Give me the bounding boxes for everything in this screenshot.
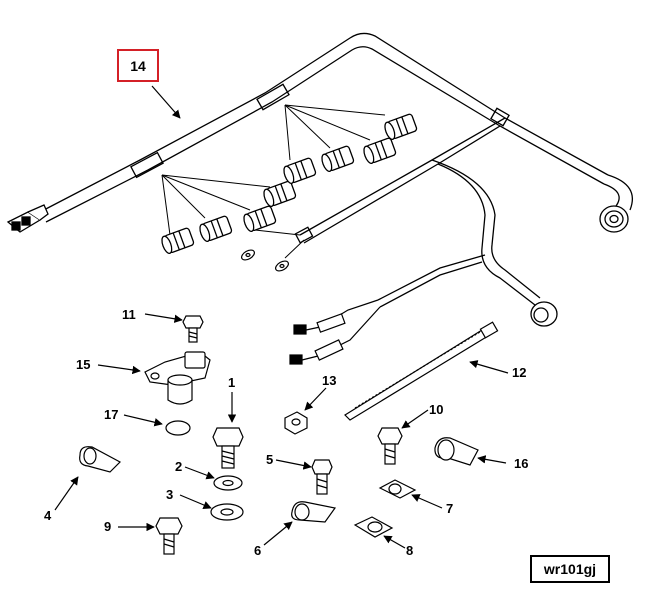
callout-10: 10 <box>429 402 443 417</box>
o-ring-17 <box>165 420 191 436</box>
bolt-11 <box>182 315 204 343</box>
nut-13 <box>284 411 308 435</box>
callout-16: 16 <box>514 456 528 471</box>
callout-5: 5 <box>266 452 273 467</box>
callout-12: 12 <box>512 365 526 380</box>
clamp-7 <box>378 479 417 499</box>
cable-tie <box>344 321 499 421</box>
ring-terminals <box>241 249 289 272</box>
callout-3: 3 <box>166 487 173 502</box>
bolt-5 <box>311 459 333 495</box>
clamp-16 <box>434 437 479 466</box>
washer-2 <box>213 475 243 491</box>
reference-id-box: wr101gj <box>530 555 610 583</box>
callout-15: 15 <box>76 357 90 372</box>
callout-2: 2 <box>175 459 182 474</box>
branch-wires <box>161 104 386 259</box>
main-harness <box>39 32 634 308</box>
highlight-box <box>117 49 159 82</box>
callout-1: 1 <box>228 375 235 390</box>
callout-13: 13 <box>322 373 336 388</box>
callout-7: 7 <box>446 501 453 516</box>
clamp-6 <box>291 501 337 523</box>
round-connector-lower <box>530 301 558 327</box>
bolt-9 <box>155 517 183 555</box>
pigtail-connectors <box>289 299 381 365</box>
clamp-4 <box>79 446 121 473</box>
callout-8: 8 <box>406 543 413 558</box>
washer-3 <box>210 503 244 521</box>
clamp-8 <box>353 516 394 538</box>
callout-9: 9 <box>104 519 111 534</box>
callout-17: 17 <box>104 407 118 422</box>
callout-4: 4 <box>44 508 52 523</box>
callout-6: 6 <box>254 543 261 558</box>
callout-14-highlighted: 14 <box>130 57 146 74</box>
injector-connectors <box>161 113 418 255</box>
sensor-15 <box>144 351 211 405</box>
bolt-1 <box>212 427 244 469</box>
bolt-10 <box>377 427 403 465</box>
round-connector <box>599 205 629 233</box>
callout-11: 11 <box>122 307 136 322</box>
harness-end-plug <box>6 204 49 233</box>
leader-arrows <box>54 85 509 549</box>
